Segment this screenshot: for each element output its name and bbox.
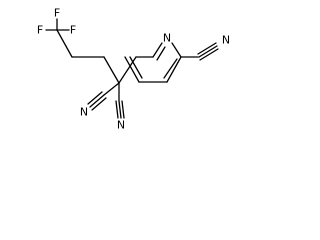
atom-n-ring: N bbox=[163, 32, 171, 45]
alkyl-chain bbox=[56, 29, 154, 84]
ring-nitrile bbox=[180, 42, 219, 61]
atom-f-left: F bbox=[37, 24, 43, 37]
triple-bond-left-a bbox=[87, 91, 103, 105]
triple-bond-right-a bbox=[197, 42, 217, 55]
triple-bond-left-c bbox=[91, 97, 107, 111]
ring-bond-c6-c5 bbox=[166, 56, 182, 83]
atom-n-nitrile-right: N bbox=[222, 34, 230, 47]
atom-n-nitrile-left: N bbox=[80, 106, 88, 119]
atom-f-right: F bbox=[70, 24, 76, 37]
molecule-structure: F F F N N N N bbox=[37, 7, 230, 132]
triple-bond-left-b bbox=[89, 94, 105, 108]
triple-bond-lower-c bbox=[121, 100, 125, 119]
ring-double-c2-n1 bbox=[156, 46, 166, 61]
atom-n-nitrile-lower: N bbox=[117, 119, 125, 132]
triple-bond-lower-b bbox=[118, 100, 122, 119]
ring-bond-c2-n1 bbox=[152, 42, 163, 58]
ring-double-c4-c3 bbox=[129, 56, 143, 79]
bond-quaternary-nitrile-left bbox=[103, 82, 120, 96]
trifluoromethyl-group bbox=[45, 18, 70, 31]
atom-labels: F F F N N N N bbox=[37, 7, 230, 132]
triple-bond-right-c bbox=[199, 48, 219, 61]
ring-double-c6-c5 bbox=[163, 58, 178, 79]
bond-ch2-quaternary bbox=[103, 56, 120, 84]
triple-bond-right-b bbox=[198, 45, 218, 58]
triple-bond-lower-a bbox=[115, 100, 119, 119]
atom-f-top: F bbox=[54, 7, 60, 20]
ring-bond-n1-c6 bbox=[171, 42, 182, 58]
bond-cf3-ch2 bbox=[56, 29, 73, 58]
pyridine-ring bbox=[124, 42, 182, 83]
ring-bond-c4-c3 bbox=[124, 56, 140, 83]
geminal-dinitrile bbox=[87, 82, 125, 119]
